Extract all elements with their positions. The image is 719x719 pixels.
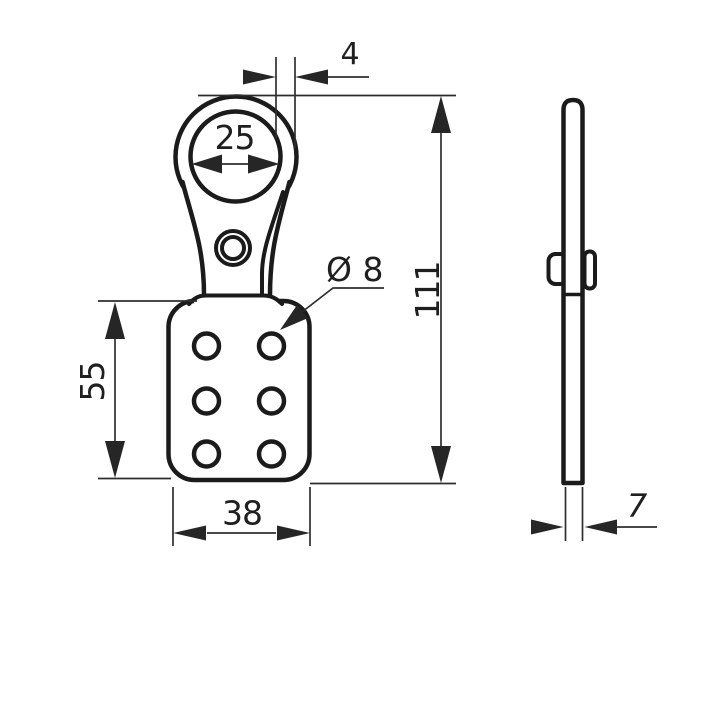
lock-hole bbox=[191, 386, 222, 416]
arrowhead-up-icon bbox=[105, 302, 125, 339]
dim-body-width: 38 bbox=[172, 487, 311, 546]
side-profile-bar bbox=[561, 97, 585, 486]
hasp-body bbox=[166, 298, 312, 483]
dim-label-overall-height: 111 bbox=[408, 263, 447, 320]
dim-hole-diameter: Ø 8 bbox=[280, 250, 384, 330]
neck-left-edge bbox=[180, 179, 207, 298]
dim-label-jaw-thickness: 4 bbox=[340, 37, 359, 72]
arrowhead-left-icon bbox=[295, 69, 328, 85]
arrowhead-left-icon bbox=[191, 154, 222, 174]
dim-label-hole-diameter: Ø 8 bbox=[326, 250, 383, 289]
jaw-overlap-line bbox=[260, 190, 285, 297]
arrowhead-right-icon bbox=[277, 525, 310, 541]
plateau-erase bbox=[194, 297, 278, 305]
side-clip bbox=[582, 249, 597, 291]
dim-body-height: 55 bbox=[73, 300, 197, 480]
arrowhead-left-icon bbox=[584, 519, 617, 535]
dim-thickness: 7 bbox=[531, 487, 657, 541]
front-view bbox=[166, 94, 312, 483]
arrowhead-right-icon bbox=[248, 154, 280, 174]
lock-hole bbox=[256, 331, 287, 361]
arrowhead-left-icon bbox=[173, 525, 206, 541]
lock-hole bbox=[256, 439, 287, 469]
dim-jaw-thickness: 4 bbox=[243, 37, 369, 148]
arrowhead-down-icon bbox=[431, 446, 451, 483]
arrowhead-down-icon bbox=[105, 441, 125, 478]
arrowhead-right-icon bbox=[531, 519, 564, 535]
part-views bbox=[166, 94, 597, 486]
leader-line bbox=[301, 287, 384, 313]
rivet-inner bbox=[220, 235, 246, 261]
arrowhead-right-icon bbox=[243, 69, 276, 85]
dim-ring-inner-diameter: 25 bbox=[191, 118, 280, 174]
side-view bbox=[546, 97, 597, 486]
dim-label-body-height: 55 bbox=[73, 362, 112, 402]
lock-hole bbox=[191, 331, 222, 361]
lock-hole bbox=[256, 386, 287, 416]
dim-label-thickness: 7 bbox=[627, 487, 648, 525]
shackle-ring-inner bbox=[188, 109, 283, 204]
neck-right-edge bbox=[267, 179, 292, 298]
arrowhead-up-icon bbox=[431, 96, 451, 133]
body-neck-plateau bbox=[187, 293, 284, 306]
lock-hole bbox=[191, 439, 222, 469]
dim-label-ring-inner-diameter: 25 bbox=[215, 118, 255, 157]
arrowhead-leader-icon bbox=[280, 304, 308, 330]
dim-overall-height: 111 bbox=[198, 94, 456, 485]
dim-label-body-width: 38 bbox=[222, 494, 262, 533]
dimension-annotations: 4 25 111 Ø 8 bbox=[73, 37, 657, 546]
